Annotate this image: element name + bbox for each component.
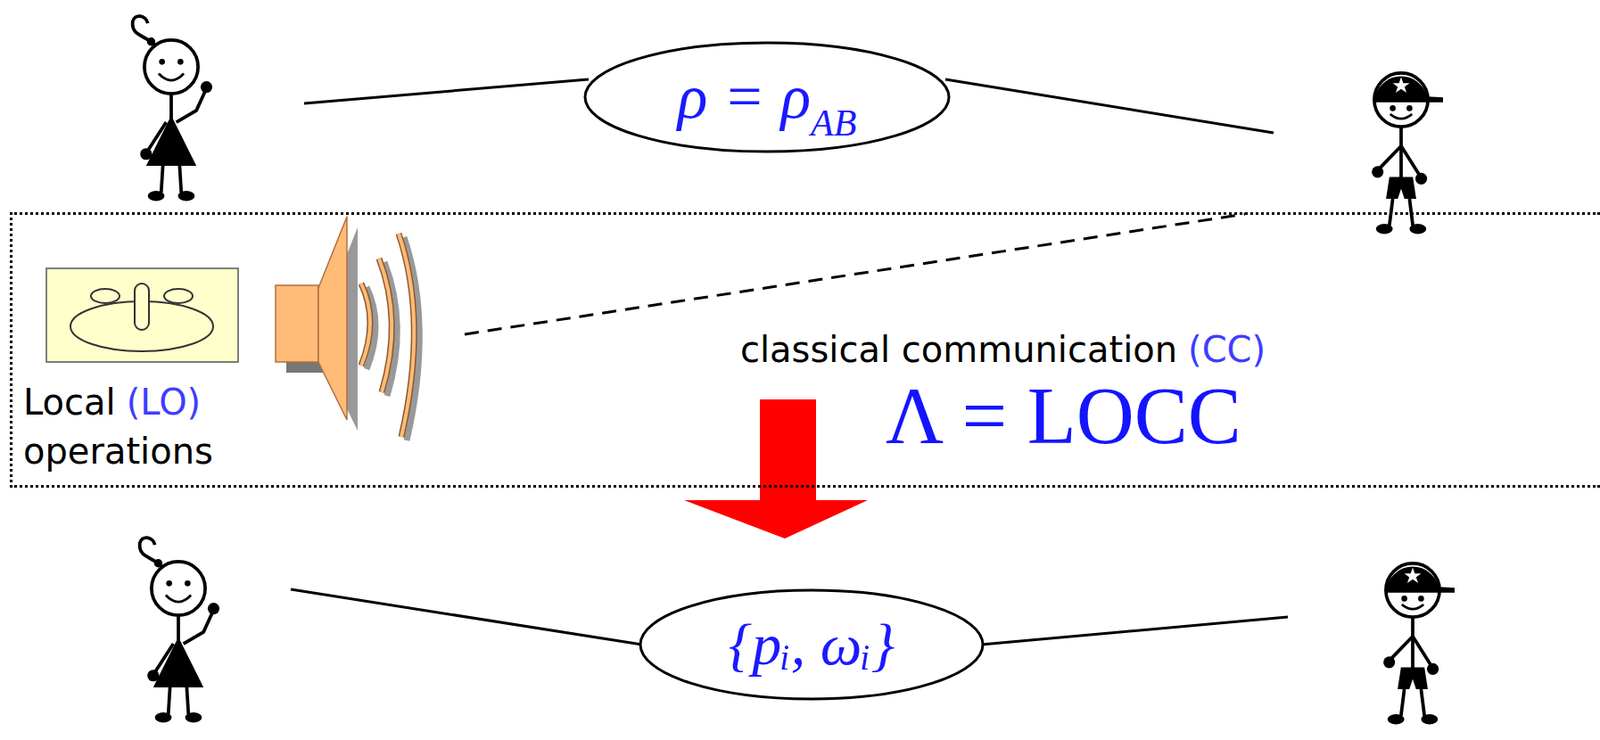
sound-wave [361, 233, 414, 438]
bob-figure [1383, 563, 1455, 725]
region-label: operations [23, 433, 214, 470]
icon-part [134, 283, 149, 330]
sound-wave [361, 233, 414, 438]
ensemble-formula: {pᵢ, ωᵢ} [728, 615, 895, 675]
abbreviation: (LO) [126, 384, 202, 421]
operation-formula: Λ = LOCC [885, 376, 1242, 457]
channel-label: classical communication [740, 331, 1178, 368]
bob-figure [1371, 73, 1444, 234]
state-ellipse: ρ = ρAB [583, 41, 951, 154]
state-subscript: AB [810, 104, 857, 142]
link-line [304, 79, 589, 104]
classical-channel-line [464, 214, 1246, 335]
alice-figure [140, 537, 220, 723]
ellipse-outline [585, 42, 949, 152]
alice-figure [132, 16, 213, 201]
abbreviation: (CC) [1187, 331, 1266, 368]
transformation-arrow [684, 399, 868, 539]
bob-figure [1371, 73, 1444, 234]
state-formula: ρ = ρ [677, 65, 811, 129]
icon-part [90, 288, 120, 304]
region-label: Local [23, 384, 116, 421]
alice-figure [132, 16, 213, 201]
locc-region: Local (LO) operations classical communicati… [9, 212, 1600, 488]
link-line [981, 617, 1288, 645]
icon-part [164, 288, 193, 304]
ensemble-ellipse: {pᵢ, ωᵢ} [638, 588, 985, 702]
formula-group: {pᵢ, ωᵢ} [728, 615, 895, 675]
link-line [290, 589, 643, 645]
local-operations-icon [46, 268, 239, 363]
ellipse-outline [640, 590, 983, 700]
speaker-cone [318, 216, 347, 421]
link-line [945, 79, 1274, 133]
bob-figure [1383, 563, 1455, 725]
speaker-icon [275, 216, 420, 441]
alice-figure [140, 537, 220, 723]
speaker-body [275, 285, 319, 363]
icon-box [46, 268, 239, 363]
formula-group: ρ = ρAB [677, 65, 858, 129]
